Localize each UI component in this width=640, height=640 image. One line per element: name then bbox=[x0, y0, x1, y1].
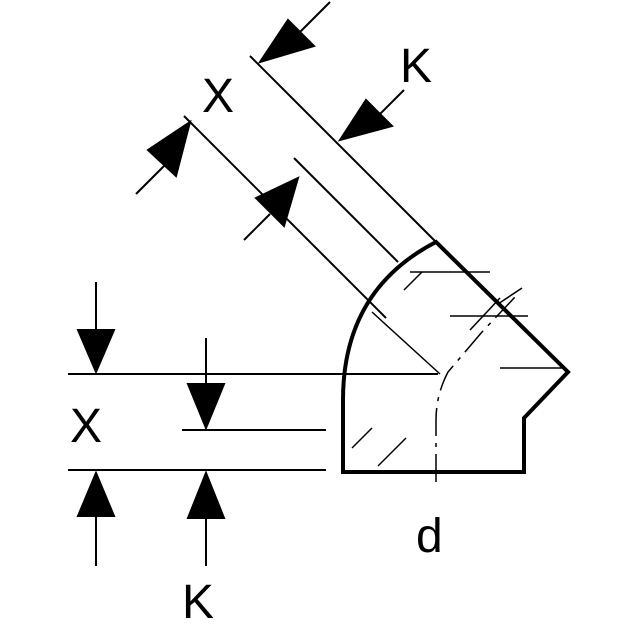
top-k-dimension bbox=[257, 1, 405, 142]
left-x-dimension bbox=[76, 282, 116, 566]
arrow-up-right-icon bbox=[146, 119, 192, 178]
left-extension-lines bbox=[68, 373, 438, 471]
label-x-top: X bbox=[202, 70, 234, 123]
arrow-up-right-icon bbox=[254, 176, 300, 228]
top-x-dimension bbox=[135, 119, 300, 241]
arrow-down-icon bbox=[186, 383, 226, 431]
arrow-up-icon bbox=[186, 470, 226, 519]
center-axis bbox=[435, 295, 517, 482]
label-k-bottom: K bbox=[182, 576, 214, 629]
fitting-internal-lines bbox=[371, 271, 566, 375]
label-d: d bbox=[416, 510, 443, 563]
arrow-down-icon bbox=[76, 329, 116, 375]
arrow-up-icon bbox=[76, 470, 116, 517]
arrow-down-left-icon bbox=[337, 98, 394, 142]
hatch-marks bbox=[351, 271, 523, 467]
arrow-down-left-icon bbox=[257, 18, 316, 64]
left-k-dimension bbox=[186, 338, 226, 566]
elbow-fitting-outline bbox=[341, 239, 571, 474]
label-k-top: K bbox=[400, 40, 432, 93]
label-x-left: X bbox=[70, 400, 102, 453]
